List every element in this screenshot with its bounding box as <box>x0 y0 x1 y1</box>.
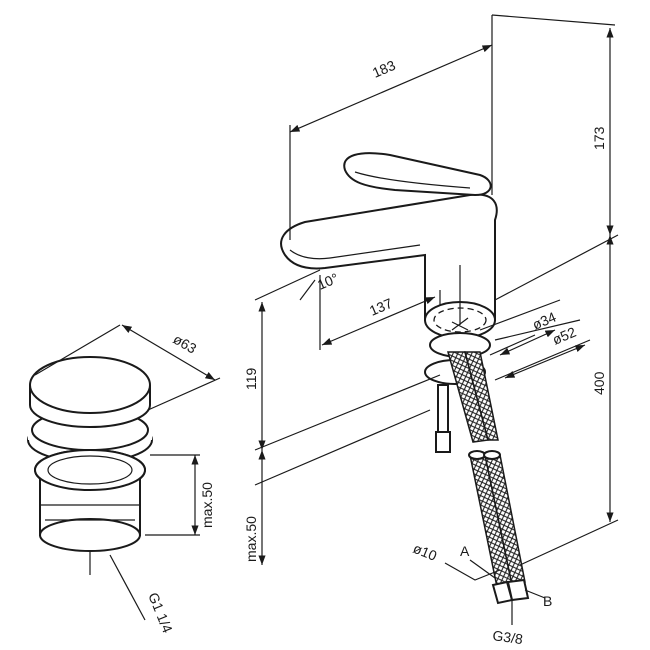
label-d52: ø52 <box>550 324 579 348</box>
label-max50-faucet: max.50 <box>243 516 259 562</box>
drain-valve <box>27 356 153 575</box>
label-10-degree: 10° <box>315 270 341 293</box>
hoses <box>447 351 530 625</box>
faucet-body <box>280 152 498 453</box>
label-g38: G3/8 <box>492 627 524 647</box>
label-137: 137 <box>367 295 395 319</box>
label-119: 119 <box>243 367 259 390</box>
dimension-lines <box>34 14 619 621</box>
label-d63: ø63 <box>171 331 200 357</box>
label-173: 173 <box>591 126 607 150</box>
label-a: A <box>460 543 470 559</box>
label-183: 183 <box>370 57 398 81</box>
dimension-labels: 183 173 10° 137 ø34 ø52 119 400 max.50 ø… <box>145 57 607 647</box>
label-400: 400 <box>591 371 607 395</box>
label-max50-drain: max.50 <box>199 482 215 528</box>
label-b: B <box>543 593 552 609</box>
faucet-lever <box>343 152 492 197</box>
label-d10: ø10 <box>411 540 440 564</box>
label-g114: G1 1/4 <box>145 590 176 635</box>
label-d34: ø34 <box>530 309 559 333</box>
